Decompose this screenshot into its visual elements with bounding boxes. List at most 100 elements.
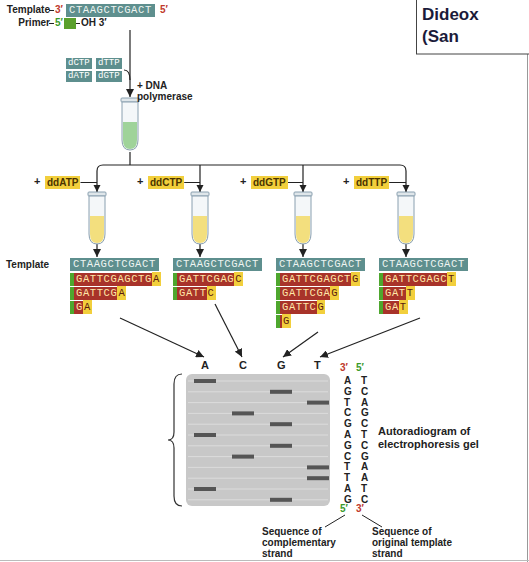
node-text: GATTCG <box>282 300 325 314</box>
terminal-base: G <box>330 286 339 300</box>
node-text: dCTP <box>68 58 90 68</box>
terminal-base: G <box>351 272 360 286</box>
node-text: GATTCGAGCTG <box>282 272 360 286</box>
strand-bases: GATTC <box>282 301 317 313</box>
strand-bases: GATT <box>179 287 207 299</box>
dideoxy-label: +ddGTP <box>251 176 288 189</box>
terminal-base: G <box>317 300 326 314</box>
label: T <box>344 397 350 408</box>
label: 5′ <box>356 362 364 373</box>
label: C <box>344 451 351 462</box>
synthesized-strand: GATTCGAGCTGA <box>70 273 161 286</box>
synthesized-strand: GATTCGAG <box>276 287 339 300</box>
label: T <box>361 429 367 440</box>
label: 5′ <box>160 4 168 15</box>
strand-bases: GA <box>385 301 399 313</box>
flow-arrow <box>320 318 420 357</box>
node-text: GATTCGAGCT <box>385 272 456 286</box>
nucleotide-box: dTTP <box>96 58 122 69</box>
node-text: GAT <box>385 300 408 314</box>
node-text: GATTCGAGC <box>179 272 243 286</box>
terminal-base: C <box>234 272 243 286</box>
label: T <box>314 360 321 371</box>
node-text: ddGTP <box>253 177 286 188</box>
label: C <box>361 386 368 397</box>
label: 5′ <box>340 503 348 514</box>
leader-line <box>325 515 345 527</box>
nucleotide-box: dATP <box>66 71 92 82</box>
synthesized-strand: GATTCGA <box>70 287 126 300</box>
label: G <box>344 440 352 451</box>
node-text: ddTTP <box>356 177 387 188</box>
synthesized-strand: GA <box>70 301 92 314</box>
label: C <box>239 360 247 371</box>
label: A <box>344 375 351 386</box>
node-text: ddATP <box>47 177 78 188</box>
strand-bases: GATTCGAGCT <box>282 273 351 285</box>
label: A <box>361 461 368 472</box>
template-strand: CTAAGCTCGACT <box>66 4 155 17</box>
label: C <box>361 440 368 451</box>
terminal-base: A <box>117 286 126 300</box>
label: Template <box>6 259 49 270</box>
gel-bands <box>194 379 329 502</box>
label: OH 3′ <box>81 17 107 28</box>
label: Primer <box>2 17 50 28</box>
label: 3′ <box>340 362 348 373</box>
label: Sequence of complementary strand <box>262 526 358 559</box>
template-strand: CTAAGCTCGACT <box>173 258 262 271</box>
node-text: dTTP <box>98 58 120 68</box>
join-line <box>124 70 130 80</box>
node-text: CTAAGCTCGACT <box>69 4 152 16</box>
synthesized-strand: GATTCGAGCTG <box>276 273 360 286</box>
dideoxy-label: +ddATP <box>45 176 80 189</box>
label: 3′ <box>356 503 364 514</box>
flow-arrow <box>283 332 318 357</box>
label: 5′ <box>55 17 63 28</box>
label: T <box>361 375 367 386</box>
primer-box <box>64 18 76 29</box>
flow-arrow <box>120 318 204 357</box>
label: Autoradiogram of electrophoresis gel <box>378 425 493 451</box>
terminal-base: T <box>447 272 456 286</box>
dideoxy-label: +ddCTP <box>148 176 184 189</box>
plus-sign: + <box>34 176 40 187</box>
label: G <box>361 407 369 418</box>
label: G <box>277 360 286 371</box>
label: T <box>361 483 367 494</box>
label: 3′ <box>55 4 63 15</box>
gel-row-lines <box>188 381 328 500</box>
plus-sign: + <box>343 176 349 187</box>
strand-bases: G <box>76 301 83 313</box>
node-text: CTAAGCTCGACT <box>279 258 362 270</box>
test-tube <box>88 192 106 244</box>
template-strand: CTAAGCTCGACT <box>70 258 159 271</box>
flow-arrow <box>215 304 242 357</box>
nucleotide-box: dCTP <box>66 58 92 69</box>
label: Sequence of original template strand <box>372 526 462 559</box>
terminal-base: A <box>83 300 92 314</box>
label: C <box>344 407 351 418</box>
terminal-base: G <box>282 314 291 328</box>
node-text: GATTCGAGCTGA <box>76 272 161 286</box>
node-text: ddCTP <box>150 177 182 188</box>
node-text: G <box>282 314 291 328</box>
flow-arrow <box>129 30 130 97</box>
label: A <box>344 483 351 494</box>
label: T <box>344 461 350 472</box>
node-text: dATP <box>68 71 90 81</box>
synthesized-strand: GATTCGAGCT <box>379 273 456 286</box>
node-text: GA <box>76 300 92 314</box>
gel <box>186 374 330 506</box>
test-tube <box>121 98 139 150</box>
frame-line <box>527 0 528 562</box>
template-strand: CTAAGCTCGACT <box>379 258 468 271</box>
node-text: CTAAGCTCGACT <box>176 258 259 270</box>
synthesized-strand: GATTC <box>173 287 216 300</box>
test-tube <box>397 192 415 244</box>
synthesized-strand: GATTCG <box>276 301 325 314</box>
label: A <box>361 472 368 483</box>
terminal-base: C <box>207 286 216 300</box>
dideoxy-label: +ddTTP <box>354 176 389 189</box>
title: Dideox (San <box>422 4 494 48</box>
